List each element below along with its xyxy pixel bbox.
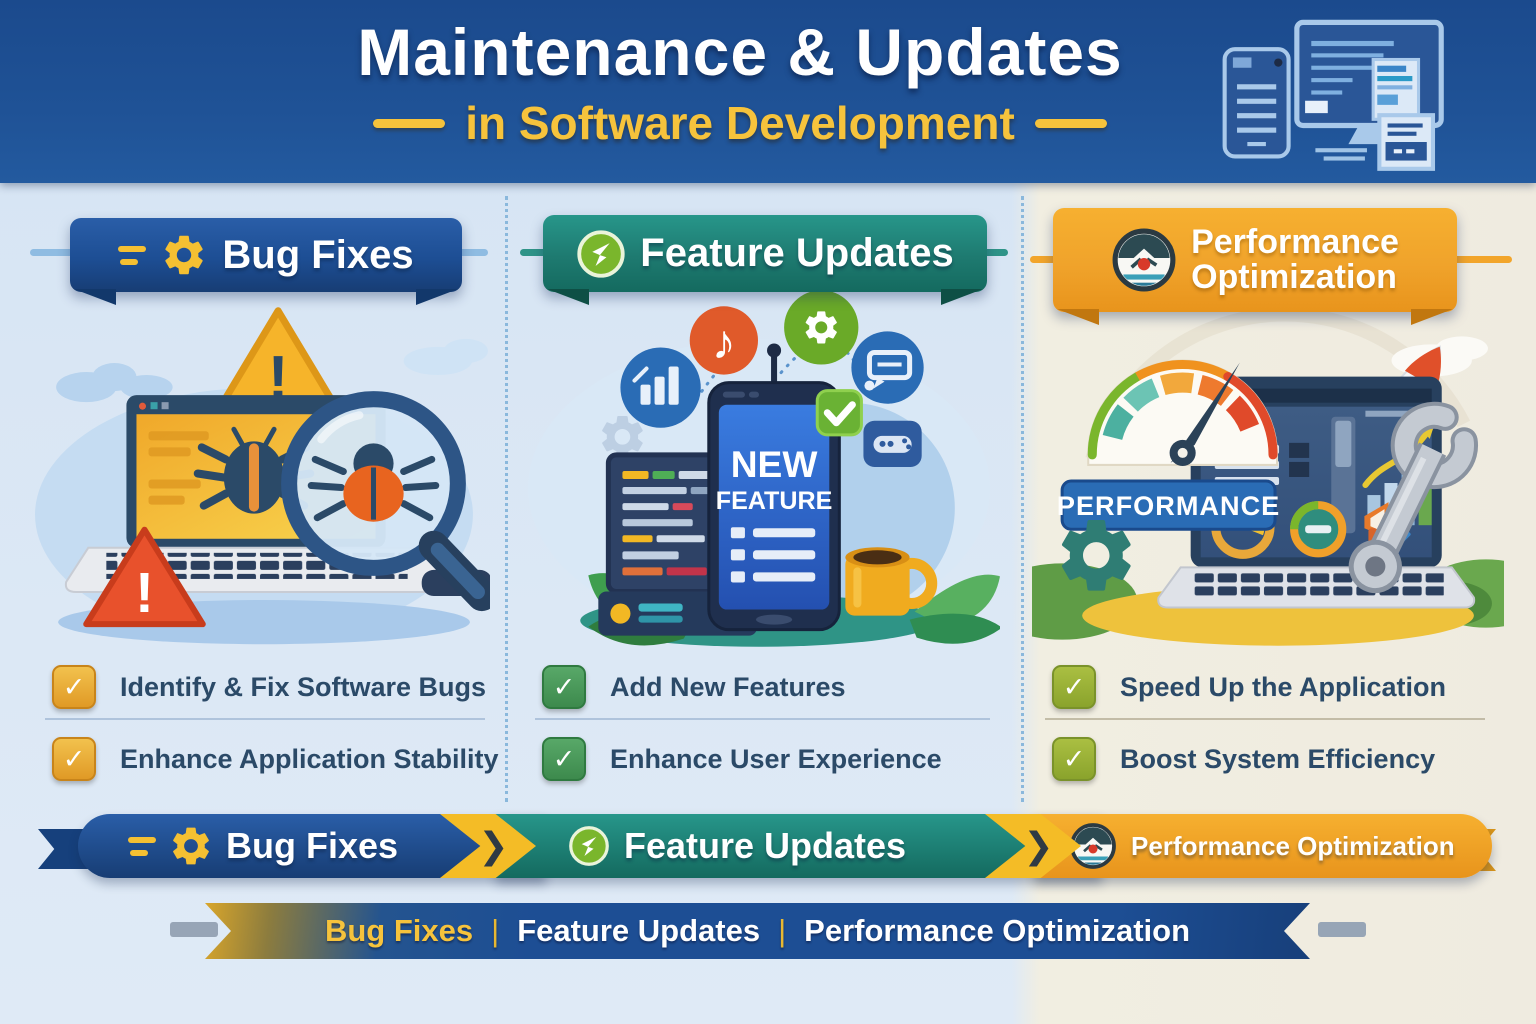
gear-icon	[784, 292, 859, 365]
footer-label-feature-updates: Feature Updates	[517, 913, 761, 948]
checkbox-icon: ✓	[52, 665, 96, 709]
checkbox-icon: ✓	[1052, 665, 1096, 709]
feature-updates-banner: Feature Updates	[543, 215, 987, 292]
checkbox-icon: ✓	[542, 737, 586, 781]
column-title: Performance Optimization	[1191, 222, 1399, 296]
performance-optimization-banner: Performance Optimization	[1053, 208, 1457, 312]
gamepad-icon	[863, 420, 922, 467]
checkbox-icon: ✓	[52, 737, 96, 781]
bug-fixes-banner: Bug Fixes	[70, 218, 462, 292]
header: Maintenance & Updates in Software Develo…	[0, 0, 1536, 183]
svg-text:♪: ♪	[712, 316, 736, 370]
coffee-mug	[845, 547, 938, 616]
warning-triangle-icon: !	[83, 526, 206, 628]
list-item: ✓ Boost System Efficiency	[1052, 736, 1435, 782]
footer-ribbon: Bug Fixes | Feature Updates | Performanc…	[205, 903, 1310, 959]
magnifier-icon	[281, 391, 490, 612]
footer-label-performance-optimization: Performance Optimization	[804, 913, 1191, 948]
performance-badge: PERFORMANCE	[1057, 479, 1280, 531]
donut-widget-icon	[1290, 501, 1347, 558]
ribbon-tab	[170, 922, 218, 937]
flow-step-feature-updates: Feature Updates	[496, 814, 1102, 878]
footer-label-bug-fixes: Bug Fixes	[324, 913, 474, 948]
responsive-devices-icon	[1222, 19, 1444, 171]
separator: |	[778, 913, 787, 948]
list-item: ✓ Speed Up the Application	[1052, 664, 1446, 710]
new-feature-label: NEW	[731, 443, 819, 485]
separator: |	[491, 913, 500, 948]
flow-step-performance-optimization: Performance Optimization	[1035, 814, 1492, 878]
list-divider	[45, 718, 485, 720]
subtitle-dash	[1034, 118, 1107, 128]
column-title: Feature Updates	[640, 231, 954, 275]
check-badge-icon	[815, 389, 863, 437]
subtitle-dash	[373, 118, 446, 128]
list-divider	[535, 718, 990, 720]
bug-icon	[307, 443, 440, 522]
performance-illustration: PERFORMANCE	[1032, 307, 1504, 646]
cloud-icon	[56, 363, 173, 403]
cloud-icon	[403, 338, 488, 376]
ribbon-tab	[1318, 922, 1366, 937]
page-subtitle: in Software Development	[465, 97, 1015, 149]
gear-icon	[165, 235, 204, 275]
list-item: ✓ Identify & Fix Software Bugs	[52, 664, 486, 710]
svg-text:FEATURE: FEATURE	[716, 487, 833, 515]
speed-lines-icon	[128, 836, 156, 856]
chat-icon	[851, 331, 924, 404]
list-item: ✓ Add New Features	[542, 664, 846, 710]
page-title: Maintenance & Updates	[357, 15, 1123, 89]
list-item: ✓ Enhance Application Stability	[52, 736, 499, 782]
svg-text:PERFORMANCE: PERFORMANCE	[1057, 490, 1280, 521]
speed-lines-icon	[118, 245, 147, 265]
feature-updates-illustration: NEW FEATURE ♪	[528, 292, 1000, 647]
checkbox-icon: ✓	[1052, 737, 1096, 781]
update-arrow-icon	[577, 229, 625, 278]
bug-fixes-illustration: !	[35, 307, 490, 645]
column-title: Bug Fixes	[222, 232, 414, 277]
list-item: ✓ Enhance User Experience	[542, 736, 942, 782]
svg-text:!: !	[135, 561, 154, 624]
column-divider	[1021, 196, 1024, 802]
music-icon: ♪	[689, 306, 758, 375]
gauge-icon	[1111, 227, 1177, 293]
speedometer-gauge	[1087, 359, 1279, 466]
gear-icon	[173, 827, 209, 865]
wrench-icon	[1348, 401, 1479, 594]
smartphone-illustration: NEW FEATURE	[707, 343, 863, 632]
checkbox-icon: ✓	[542, 665, 586, 709]
list-divider	[1045, 718, 1485, 720]
update-arrow-icon	[569, 826, 609, 866]
column-divider	[505, 196, 508, 802]
chart-icon	[620, 347, 701, 428]
